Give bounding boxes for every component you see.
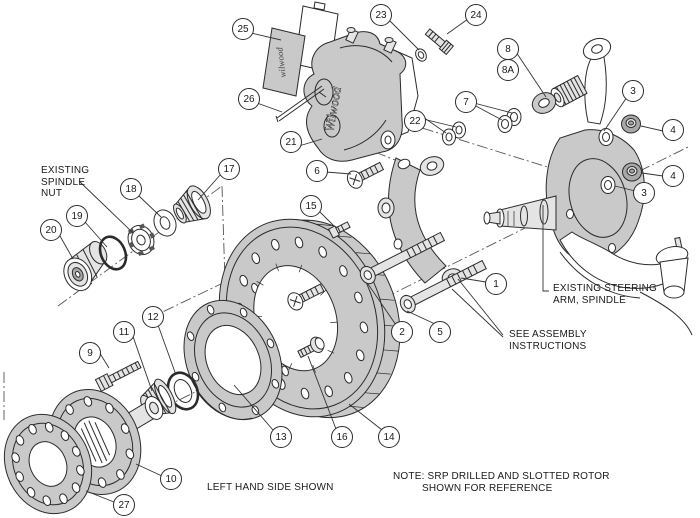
- callout-21: 21: [280, 131, 302, 153]
- callout-9: 9: [79, 342, 101, 364]
- label-line: SPINDLE: [41, 176, 86, 188]
- callout-12: 12: [142, 306, 164, 328]
- label-line: EXISTING STEERING: [553, 283, 657, 294]
- pad-brand-text: wilwood: [274, 46, 288, 78]
- spacer: [531, 92, 557, 114]
- callout-11: 11: [113, 321, 135, 343]
- arm-hardware: [598, 114, 642, 194]
- callout-16: 16: [331, 426, 353, 448]
- steering-stop-knurl: [550, 74, 588, 108]
- pad-pin: [275, 85, 327, 123]
- callout-10: 10: [160, 468, 182, 490]
- banjo-bolt: [424, 28, 455, 56]
- callout-26: 26: [238, 88, 260, 110]
- callout-8: 8: [497, 38, 519, 60]
- label-see-assembly: SEE ASSEMBLY INSTRUCTIONS: [509, 329, 587, 352]
- label-line: NUT: [41, 188, 63, 199]
- callout-22: 22: [404, 110, 426, 132]
- label-note: NOTE: SRP DRILLED AND SLOTTED ROTOR SHOW…: [393, 471, 610, 494]
- callout-5: 5: [429, 321, 451, 343]
- tie-rod-end: [655, 236, 689, 299]
- callout-3: 3: [622, 80, 644, 102]
- callout-14: 14: [378, 426, 400, 448]
- bracket-screw-b: [287, 283, 325, 311]
- callout-3: 3: [633, 182, 655, 204]
- callout-23: 23: [370, 4, 392, 26]
- label-line: EXISTING: [41, 165, 90, 176]
- callout-2: 2: [391, 321, 413, 343]
- rotor-hat: [183, 299, 283, 421]
- callout-4: 4: [662, 119, 684, 141]
- label-line: ARM, SPINDLE: [553, 294, 626, 306]
- label-line: SHOWN FOR REFERENCE: [422, 482, 553, 494]
- outer-bearing: [173, 185, 211, 224]
- label-line: NOTE: SRP DRILLED AND SLOTTED ROTOR: [393, 471, 610, 482]
- callout-24: 24: [465, 4, 487, 26]
- spindle: [483, 37, 693, 336]
- label-line: LEFT HAND SIDE SHOWN: [207, 482, 334, 493]
- callout-4: 4: [662, 165, 684, 187]
- callout-13: 13: [270, 426, 292, 448]
- label-existing-spindle-nut: EXISTING SPINDLE NUT: [41, 165, 89, 200]
- hub-bolt: [94, 360, 142, 392]
- callout-20: 20: [40, 219, 62, 241]
- callout-7: 7: [455, 91, 477, 113]
- small-bolt-15: [327, 221, 351, 239]
- spindle-snout: [483, 195, 557, 231]
- callout-27: 27: [113, 494, 135, 516]
- callout-18: 18: [120, 178, 142, 200]
- callout-1: 1: [485, 273, 507, 295]
- banjo-washer: [415, 48, 427, 62]
- spindle-washer: [153, 209, 177, 237]
- callout-25: 25: [232, 18, 254, 40]
- bracket-screw-a: [346, 161, 385, 189]
- label-line: INSTRUCTIONS: [509, 340, 587, 352]
- caliper: Wilwood: [303, 27, 419, 162]
- o-ring: [98, 235, 128, 271]
- callout-8a: 8A: [497, 59, 519, 81]
- mount-bolt-2: [359, 231, 446, 285]
- label-line: SEE ASSEMBLY: [509, 329, 587, 340]
- castle-nut: [127, 223, 156, 257]
- label-left-hand-side: LEFT HAND SIDE SHOWN: [207, 482, 334, 494]
- callout-19: 19: [66, 205, 88, 227]
- drive-flange: [3, 413, 93, 515]
- callout-15: 15: [300, 195, 322, 217]
- mount-bolt-5: [399, 259, 487, 314]
- dust-cap: [63, 240, 108, 292]
- rotor-bolt: [297, 336, 325, 359]
- brake-pads: wilwood: [262, 1, 339, 97]
- label-existing-steering-arm: EXISTING STEERING ARM, SPINDLE: [553, 283, 657, 306]
- callout-17: 17: [218, 158, 240, 180]
- callout-6: 6: [306, 160, 328, 182]
- rotor-vent-ticks: [294, 219, 399, 408]
